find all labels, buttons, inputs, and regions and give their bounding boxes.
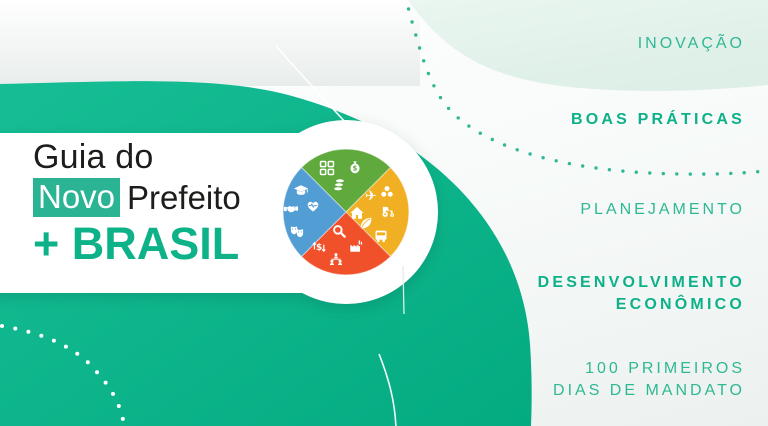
- topleft-gradient-band: [0, 0, 420, 86]
- arc-dot: [446, 106, 451, 111]
- topic-line: INOVAÇÃO: [637, 35, 745, 52]
- arc-dot: [648, 171, 652, 175]
- arc-dot: [702, 172, 706, 176]
- brand-line1: Guia do: [33, 138, 154, 176]
- airplane-icon: ✈: [365, 189, 377, 205]
- brand-line2-rest: Prefeito: [127, 178, 241, 216]
- arc-dot: [607, 168, 612, 172]
- dotted-arc-top: [406, 7, 760, 176]
- arc-dot: [0, 324, 4, 328]
- arc-dot: [756, 170, 760, 174]
- topic-line: 100 PRIMEIROS: [585, 360, 745, 377]
- money-flow-icon: $: [312, 242, 326, 253]
- arc-dot: [528, 152, 532, 156]
- arc-dot: [426, 71, 431, 76]
- topic-label-boas-praticas: BOAS PRÁTICAS: [571, 109, 745, 131]
- arc-dot: [515, 148, 519, 152]
- brand-card-text: Guia do Novo Prefeito + BRASIL: [33, 139, 241, 266]
- industry-icon: [350, 240, 363, 252]
- leaf-icon: [360, 217, 372, 229]
- wheel-tick-line: [402, 265, 405, 315]
- infrastructure-segment: [345, 166, 410, 258]
- arc-dot: [621, 169, 625, 173]
- arc-dot: [688, 172, 692, 176]
- renewable-energy-icon: [381, 186, 393, 197]
- arc-dot: [467, 124, 471, 128]
- arc-dot: [502, 143, 507, 147]
- arc-dot: [39, 333, 44, 338]
- arc-dot: [414, 33, 418, 37]
- arc-dot: [490, 137, 494, 142]
- finance-segment: [300, 148, 392, 213]
- arc-dot: [95, 370, 99, 375]
- arc-dot: [478, 131, 482, 135]
- arc-dot: [120, 416, 125, 421]
- arc-dot: [422, 59, 426, 63]
- topic-line: BOAS PRÁTICAS: [570, 111, 745, 128]
- arc-dot: [111, 391, 115, 396]
- topic-line: DESENVOLVIMENTO: [537, 274, 745, 291]
- arc-dot: [116, 404, 121, 408]
- topic-label-planejamento: PLANEJAMENTO: [580, 199, 745, 221]
- management-segment: [300, 211, 392, 276]
- search-icon: [333, 225, 346, 238]
- arc-dot: [63, 344, 68, 349]
- topic-line: DIAS DE MANDATO: [553, 381, 745, 399]
- brand-highlight: Novo: [33, 178, 121, 217]
- topic-label-desenvolvimento-economico: DESENVOLVIMENTO ECONÔMICO: [538, 272, 745, 315]
- arc-dot: [541, 156, 545, 160]
- arc-dot: [675, 172, 679, 176]
- brand-card-shape: [0, 120, 438, 304]
- arc-dot: [554, 159, 558, 163]
- mint-corner-shape: [408, 0, 768, 91]
- arc-dot: [417, 46, 422, 50]
- arc-dot: [51, 338, 56, 343]
- topic-line: ECONÔMICO: [615, 295, 745, 313]
- house-icon: [350, 206, 364, 219]
- arc-dot: [634, 170, 638, 174]
- topic-label-inovacao: INOVAÇÃO: [638, 33, 745, 55]
- brand-line3: + BRASIL: [33, 218, 240, 269]
- arc-dot: [103, 380, 108, 385]
- arc-dot: [406, 7, 411, 11]
- arc-dot: [75, 351, 80, 356]
- arc-dot: [438, 95, 443, 100]
- handshake-icon: [283, 205, 299, 213]
- arc-dot: [13, 326, 18, 331]
- theater-masks-icon: [290, 226, 304, 238]
- arc-dot: [661, 171, 665, 176]
- bus-icon: [375, 230, 387, 243]
- accent-line-bottom: [378, 353, 397, 426]
- calculator-icon: [319, 160, 335, 176]
- arc-dot: [432, 84, 436, 88]
- tractor-icon: [382, 206, 394, 217]
- arc-dot: [715, 172, 719, 176]
- arc-dot: [729, 171, 733, 176]
- policy-wheel: $ ✈ $: [282, 148, 410, 276]
- arc-dot: [742, 171, 746, 175]
- arc-dot: [594, 166, 598, 170]
- svg-text:$: $: [353, 165, 358, 173]
- money-bag-icon: $: [350, 161, 360, 174]
- svg-text:$: $: [316, 243, 322, 253]
- coins-icon: [333, 178, 345, 192]
- team-hierarchy-icon: [329, 253, 343, 265]
- arc-dot: [456, 116, 460, 120]
- heart-pulse-icon: [307, 201, 319, 212]
- topic-label-100-primeiros-dias: 100 PRIMEIROS DIAS DE MANDATO: [553, 358, 745, 401]
- graduation-cap-icon: [293, 185, 309, 195]
- brand-line2: Novo Prefeito: [33, 178, 241, 217]
- arc-dot: [567, 161, 572, 166]
- arc-dot: [26, 329, 31, 334]
- arc-dot: [410, 20, 414, 24]
- topic-line: PLANEJAMENTO: [580, 201, 745, 218]
- arc-dot: [85, 360, 90, 365]
- dotted-arc-bottom: [0, 324, 125, 421]
- svg-text:✈: ✈: [365, 189, 377, 205]
- arc-dot: [581, 164, 585, 168]
